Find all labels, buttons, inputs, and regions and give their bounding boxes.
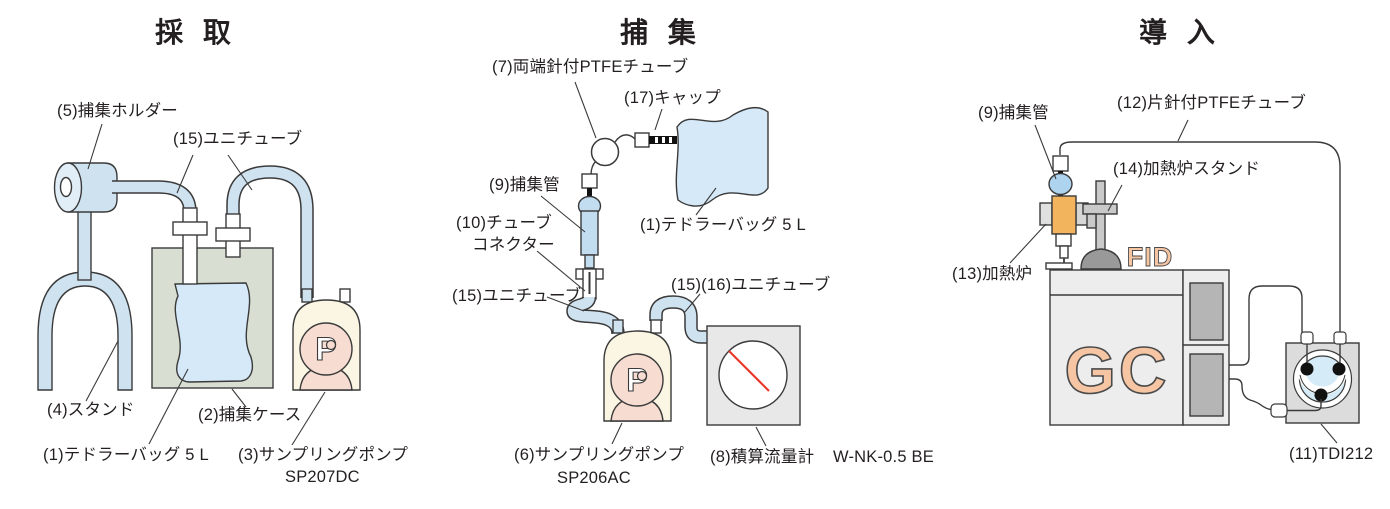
unitube-2 bbox=[226, 165, 314, 298]
cap-needle bbox=[634, 132, 677, 148]
label-unitube-1: (15)ユニチューブ bbox=[173, 130, 303, 148]
label-pump-model-1: SP207DC bbox=[285, 468, 360, 486]
label-heating-furnace: (13)加熱炉 bbox=[952, 265, 1033, 283]
tedlar-bag-1 bbox=[174, 282, 254, 383]
label-sampling-pump-1: (3)サンプリングポンプ bbox=[238, 446, 409, 464]
trapping-panel: P bbox=[536, 81, 801, 447]
section-title-trapping: 捕 集 bbox=[620, 17, 702, 48]
label-tedlar-bag-2: (1)テドラーバッグ 5 L bbox=[640, 216, 806, 234]
gc-unit: GC FID bbox=[1049, 242, 1230, 426]
tube-connector-2 bbox=[215, 213, 251, 258]
section-title-introduction: 導 入 bbox=[1139, 17, 1221, 48]
collection-panel: P bbox=[37, 123, 361, 446]
fid-letters: FID bbox=[1127, 242, 1174, 272]
sampling-pump-2: P bbox=[603, 319, 672, 422]
introduction-panel: GC FID bbox=[1009, 119, 1360, 444]
section-title-collection: 採 取 bbox=[155, 17, 237, 48]
introduction-leaders bbox=[1009, 119, 1338, 444]
label-tedlar-bag-1: (1)テドラーバッグ 5 L bbox=[43, 446, 209, 464]
tdi212-valve bbox=[1270, 331, 1360, 424]
label-unitube-15: (15)ユニチューブ bbox=[452, 287, 582, 305]
tube-connector-1 bbox=[172, 207, 208, 285]
gc-line-upper bbox=[1229, 285, 1303, 366]
gc-line-lower bbox=[1229, 378, 1274, 411]
gc-letters: GC bbox=[1065, 333, 1170, 407]
collection-leaders bbox=[85, 123, 326, 446]
label-trap-tube-2: (9)捕集管 bbox=[489, 176, 560, 194]
trapping-leaders bbox=[536, 81, 767, 447]
label-unitube-15-16: (15)(16)ユニチューブ bbox=[671, 276, 831, 294]
label-pump-model-2: SP206AC bbox=[557, 469, 631, 487]
ptfe-tube-coil bbox=[590, 134, 636, 176]
unitube-arc bbox=[649, 295, 712, 344]
ptfe-tube-long bbox=[1059, 141, 1341, 338]
label-collection-holder: (5)捕集ホルダー bbox=[57, 102, 178, 120]
tedlar-bag-2 bbox=[675, 106, 769, 207]
stand-rod bbox=[77, 209, 92, 281]
meter-needle bbox=[728, 350, 770, 392]
label-furnace-stand: (14)加熱炉スタンド bbox=[1113, 160, 1261, 178]
label-flow-meter: (8)積算流量計 bbox=[710, 448, 815, 466]
label-ptfe-both-needles: (7)両端針付PTFEチューブ bbox=[492, 58, 689, 76]
label-stand: (4)スタンド bbox=[47, 401, 135, 419]
label-trap-tube-3: (9)捕集管 bbox=[978, 104, 1049, 122]
sampling-pump-1: P bbox=[292, 288, 361, 391]
label-ptfe-one-needle: (12)片針付PTFEチューブ bbox=[1117, 94, 1307, 112]
label-sampling-pump-2: (6)サンプリングポンプ bbox=[514, 446, 685, 464]
label-collection-case: (2)捕集ケース bbox=[198, 406, 302, 424]
stand-fork bbox=[37, 271, 133, 391]
label-flow-meter-model: W-NK-0.5 BE bbox=[833, 448, 934, 466]
label-cap: (17)キャップ bbox=[624, 89, 721, 107]
trap-tube bbox=[577, 173, 602, 269]
unitube-1 bbox=[112, 180, 197, 213]
flow-meter bbox=[706, 325, 801, 426]
label-tdi212: (11)TDI212 bbox=[1289, 445, 1374, 463]
heating-furnace bbox=[1039, 155, 1089, 270]
furnace-stand bbox=[1080, 180, 1122, 270]
label-tube-connector-l1: (10)チューブ bbox=[456, 214, 552, 232]
label-tube-connector-l2: コネクター bbox=[472, 236, 555, 254]
